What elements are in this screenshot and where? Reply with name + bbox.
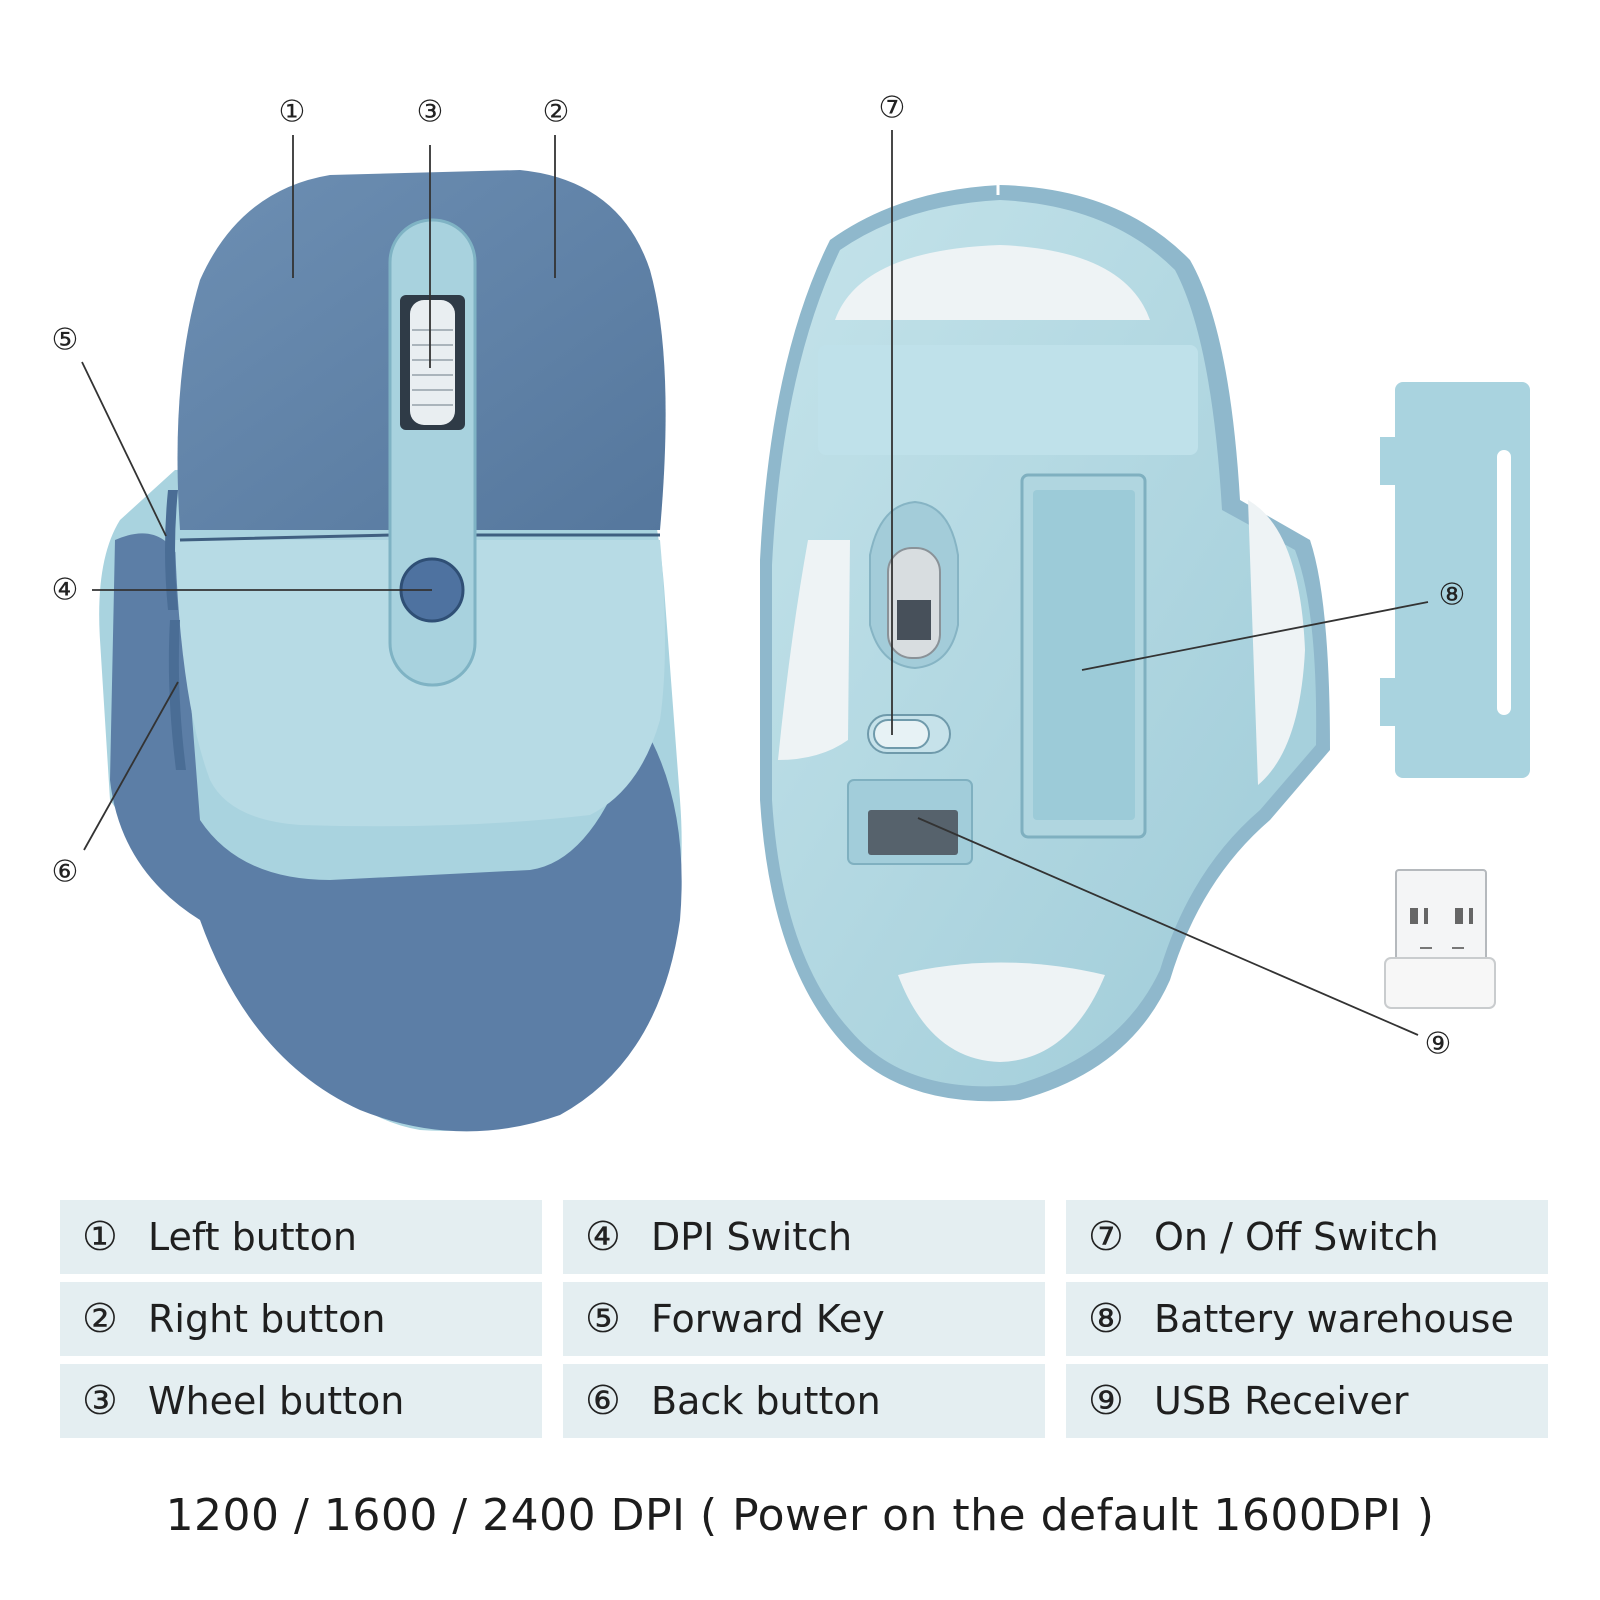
- callout-9: ⑨: [1425, 1027, 1452, 1062]
- legend-number: ⑥: [585, 1378, 621, 1424]
- callout-5: ⑤: [52, 323, 79, 358]
- legend-grid: ① Left button ④ DPI Switch ⑦ On / Off Switc…: [60, 1200, 1548, 1440]
- callout-7: ⑦: [879, 91, 906, 126]
- legend-number: ⑨: [1088, 1378, 1124, 1424]
- legend-item: ⑧ Battery warehouse: [1066, 1282, 1548, 1356]
- legend-item: ① Left button: [60, 1200, 542, 1274]
- glide-pad-bottom: [898, 962, 1105, 1062]
- legend-item: ③ Wheel button: [60, 1364, 542, 1438]
- mouse-diagram: ① ③ ② ⑤ ④ ⑥ ⑦ ⑧ ⑨: [52, 91, 1530, 1132]
- callout-6: ⑥: [52, 855, 79, 890]
- legend-label: Forward Key: [651, 1297, 885, 1341]
- callout-4: ④: [52, 573, 79, 608]
- legend-label: Left button: [148, 1215, 357, 1259]
- usb-receiver: [1384, 869, 1496, 1009]
- legend-item: ④ DPI Switch: [563, 1200, 1045, 1274]
- back-key: [168, 620, 186, 770]
- legend-number: ⑧: [1088, 1296, 1124, 1342]
- legend-item: ⑤ Forward Key: [563, 1282, 1045, 1356]
- legend-number: ①: [82, 1214, 118, 1260]
- callout-8: ⑧: [1439, 578, 1466, 613]
- leader-lines: [81, 130, 1429, 1036]
- legend-label: Battery warehouse: [1154, 1297, 1514, 1341]
- legend-label: USB Receiver: [1154, 1379, 1409, 1423]
- legend-item: ⑨ USB Receiver: [1066, 1364, 1548, 1438]
- forward-key: [165, 490, 178, 610]
- mouse-top-view: [99, 170, 682, 1132]
- glide-pad-top: [835, 245, 1150, 320]
- legend-label: DPI Switch: [651, 1215, 853, 1259]
- glide-pad-left: [778, 540, 850, 760]
- palm-rest: [110, 533, 682, 1132]
- legend-number: ③: [82, 1378, 118, 1424]
- battery-cover: [1380, 382, 1530, 778]
- legend-label: On / Off Switch: [1154, 1215, 1439, 1259]
- callout-1: ①: [279, 95, 306, 130]
- scroll-wheel: [410, 300, 455, 425]
- legend-label: Back button: [651, 1379, 881, 1423]
- callouts: ① ③ ② ⑤ ④ ⑥ ⑦ ⑧ ⑨: [52, 91, 1466, 1062]
- legend-number: ②: [82, 1296, 118, 1342]
- legend-item: ② Right button: [60, 1282, 542, 1356]
- glide-pad-right: [1248, 500, 1305, 785]
- callout-2: ②: [543, 95, 570, 130]
- legend-number: ⑦: [1088, 1214, 1124, 1260]
- legend-number: ⑤: [585, 1296, 621, 1342]
- legend-item: ⑦ On / Off Switch: [1066, 1200, 1548, 1274]
- dpi-footnote: 1200 / 1600 / 2400 DPI ( Power on the de…: [165, 1490, 1435, 1541]
- legend-number: ④: [585, 1214, 621, 1260]
- legend-label: Wheel button: [148, 1379, 405, 1423]
- callout-3: ③: [417, 95, 444, 130]
- legend-item: ⑥ Back button: [563, 1364, 1045, 1438]
- label-panel: [818, 345, 1198, 455]
- legend-label: Right button: [148, 1297, 386, 1341]
- mouse-bottom-view: [760, 182, 1330, 1102]
